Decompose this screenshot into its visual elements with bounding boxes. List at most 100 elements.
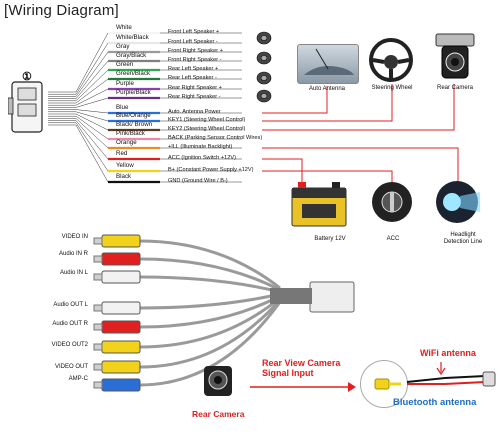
wire-function-label: Rear Left Speaker -	[168, 75, 217, 81]
wire-color-label: Orange	[116, 139, 137, 146]
rca-cable	[139, 301, 282, 387]
rear-camera-top-label: Rear Camera	[436, 85, 473, 91]
page-title: [Wiring Diagram]	[4, 2, 119, 19]
bluetooth-label: Bluetooth antenna	[393, 397, 477, 408]
antenna-wires	[406, 362, 496, 387]
bottom-rear-camera-label: Rear Camera	[192, 409, 245, 419]
wire-color-label: Red	[116, 150, 128, 157]
rca-plug	[101, 340, 141, 354]
rca-label: VIDEO OUT2	[51, 342, 88, 348]
rca-cable	[139, 298, 282, 369]
rca-label: VIDEO IN	[61, 234, 88, 240]
acc-key-icon	[372, 182, 412, 222]
wire-color-label: Pink/Black	[116, 130, 145, 137]
rca-cable	[139, 296, 281, 349]
wire-color-label: Purple/Black	[116, 89, 151, 96]
wire-color-label: Gray/Black	[116, 52, 147, 59]
rca-cable	[139, 294, 281, 329]
rca-plug-tip	[93, 363, 103, 371]
wire-line	[48, 122, 242, 172]
rca-label: Audio IN L	[59, 270, 88, 276]
headlight-label: Headlight Detection Line	[443, 232, 483, 245]
wire-function-label: Front Left Speaker -	[168, 39, 218, 45]
rca-cable	[139, 292, 281, 310]
device-connection-line	[262, 84, 393, 122]
wire-line	[48, 42, 242, 95]
rca-cable	[139, 239, 281, 290]
rca-label: VIDEO OUT	[54, 364, 88, 370]
wire-color-label: White	[116, 24, 132, 31]
wire-color-label: Green	[116, 61, 134, 68]
rear-view-title: Rear View Camera Signal Input	[262, 358, 341, 378]
rca-plug	[101, 252, 141, 266]
wire-color-label: Black/ Brown	[116, 121, 153, 128]
wire-color-label: Blue	[116, 104, 129, 111]
main-harness-connector	[8, 81, 43, 133]
auto-antenna-image	[297, 44, 359, 84]
wire-line	[48, 113, 242, 131]
wire-function-label: Front Right Speaker +	[168, 48, 223, 54]
device-connection-line	[262, 158, 303, 188]
speakers-group	[256, 31, 272, 103]
wire-line	[48, 124, 242, 183]
wire-function-label: Rear Right Speaker +	[168, 85, 222, 91]
headlight-icon	[436, 181, 480, 223]
wire-line	[48, 115, 242, 140]
wire-line	[48, 60, 242, 99]
wire-line	[48, 32, 242, 93]
device-connection-line	[262, 84, 455, 131]
wire-function-label: +ILL (Illuminate Backlight)	[168, 144, 233, 150]
rca-plug-tip	[93, 304, 103, 312]
rca-plug-tip	[93, 323, 103, 331]
rca-harness-connector	[309, 281, 355, 313]
rca-cable	[139, 275, 281, 294]
wire-function-label: B+ (Constant Power Supply +12V)	[168, 167, 254, 173]
wire-line	[48, 97, 242, 108]
steering-wheel-label: Steering Wheel	[371, 85, 413, 91]
camera-input-circle	[360, 360, 408, 408]
rca-plug-tip	[93, 343, 103, 351]
wire-function-label: Rear Left Speaker +	[168, 66, 219, 72]
rca-plug	[101, 320, 141, 334]
battery-label: Battery 12V	[314, 236, 346, 242]
wire-function-label: Rear Right Speaker -	[168, 94, 221, 100]
wire-function-label: GND (Ground Wire / B-)	[168, 178, 228, 184]
rca-plug	[101, 234, 141, 248]
device-connection-line	[262, 170, 393, 184]
rca-plug	[101, 270, 141, 284]
rca-plug-tip	[93, 381, 103, 389]
wire-color-label: Yellow	[116, 162, 134, 169]
steering-wheel-icon	[369, 38, 413, 82]
wire-color-label: Green/Black	[116, 70, 151, 77]
wire-line	[48, 120, 242, 160]
wire-line	[48, 111, 242, 122]
wire-function-label: ACC (Ignition Switch +12V)	[168, 155, 236, 161]
rca-label: AMP-C	[68, 376, 88, 382]
wire-color-label: Purple	[116, 80, 134, 87]
wire-line	[48, 88, 242, 106]
wire-function-label: BACK (Parking Sensor Control Wires)	[168, 135, 263, 141]
wire-line	[48, 78, 242, 104]
battery-icon	[291, 182, 347, 227]
rca-plug-tip	[93, 255, 103, 263]
wire-line	[48, 118, 242, 149]
device-connection-line	[262, 86, 328, 114]
auto-antenna-label: Auto Antenna	[308, 86, 346, 92]
rca-plug-tip	[93, 237, 103, 245]
wire-color-label: Blue/Orange	[116, 112, 151, 119]
wire-function-label: Front Right Speaker -	[168, 57, 222, 63]
bottom-camera-icon	[204, 366, 232, 396]
bottom-camera-arrow	[250, 382, 356, 392]
wire-color-label: Black	[116, 173, 132, 180]
wifi-label: WiFi antenna	[420, 348, 476, 358]
wire-function-label: KEY1 (Steering Wheel Control)	[168, 117, 246, 123]
device-connection-line	[262, 147, 459, 182]
wire-color-label: Gray	[116, 43, 130, 50]
rear-camera-icon	[435, 33, 475, 79]
rca-label: Audio IN R	[58, 251, 88, 257]
rca-plug	[101, 378, 141, 392]
acc-label: ACC	[386, 236, 400, 242]
rca-cable-bundle	[270, 288, 312, 304]
